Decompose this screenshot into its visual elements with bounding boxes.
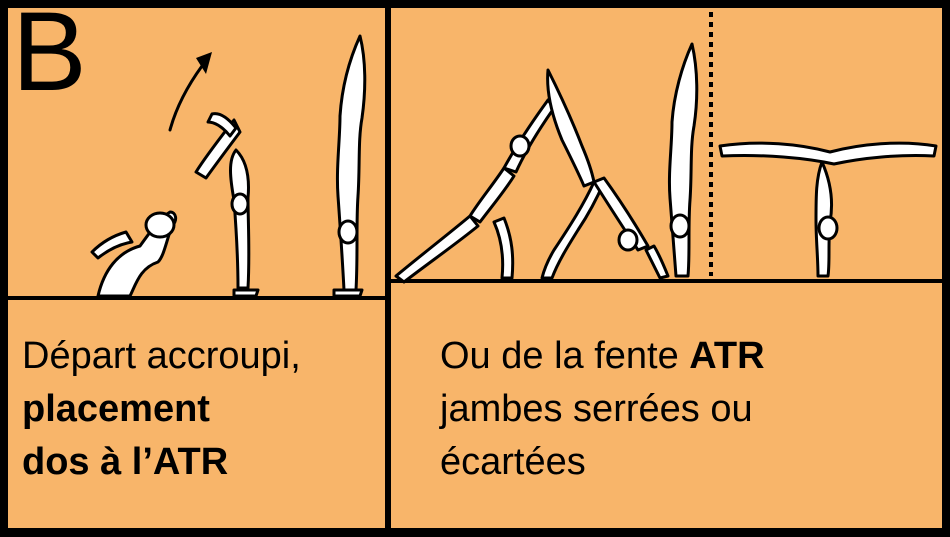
figure-rising xyxy=(194,112,260,298)
left-caption-line2: placement xyxy=(22,388,210,430)
left-panel xyxy=(8,8,385,528)
panel-letter: B xyxy=(12,0,87,114)
figure-split-kick xyxy=(540,68,670,280)
figure-handstand-left xyxy=(332,34,367,298)
figure-lunge xyxy=(394,98,556,284)
left-caption-line1: Départ accroupi, xyxy=(22,335,301,377)
rising-arrow-icon xyxy=(168,64,204,132)
right-caption-line3: écartées xyxy=(440,441,586,483)
right-caption-line2: jambes serrées ou xyxy=(440,388,753,430)
right-caption-line1: Ou de la fente ATR xyxy=(440,335,765,377)
figure-handstand-straddle xyxy=(718,141,938,278)
figure-crouch xyxy=(90,210,178,298)
right-panel xyxy=(391,8,942,528)
vertical-divider xyxy=(385,8,391,528)
right-caption: Ou de la fente ATR jambes serrées ou éca… xyxy=(440,330,765,489)
right-floor-line xyxy=(391,279,942,283)
left-floor-line xyxy=(8,296,385,300)
left-caption: Départ accroupi, placement dos à l’ATR xyxy=(22,330,301,489)
figure-handstand-together xyxy=(667,42,699,278)
left-caption-line3: dos à l’ATR xyxy=(22,441,229,483)
